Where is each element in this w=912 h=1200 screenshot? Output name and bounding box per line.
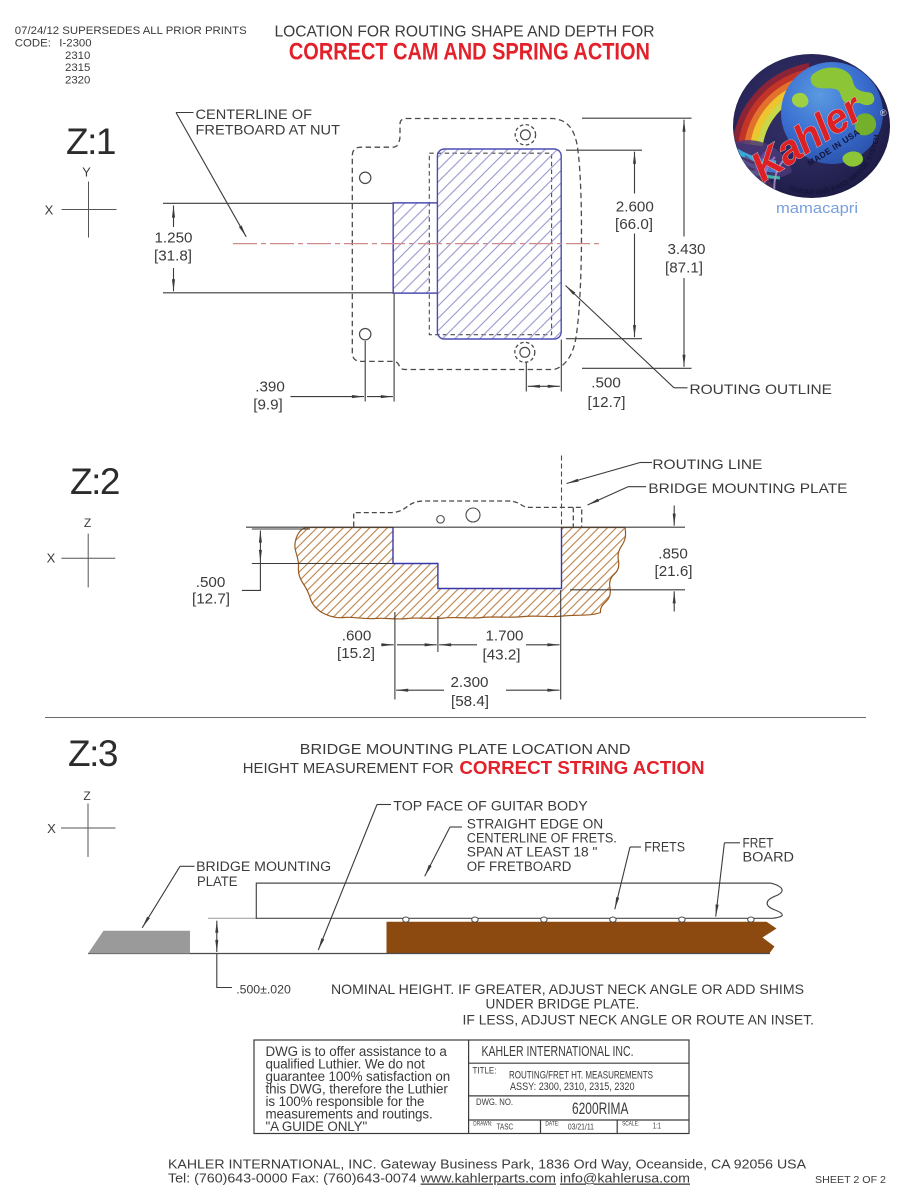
svg-text:[66.0]: [66.0] — [615, 216, 653, 233]
svg-text:ROUTING OUTLINE: ROUTING OUTLINE — [690, 381, 833, 397]
svg-text:LOCATION FOR ROUTING SHAPE AND: LOCATION FOR ROUTING SHAPE AND DEPTH FOR — [275, 23, 655, 40]
svg-text:1:1: 1:1 — [653, 1122, 661, 1131]
svg-text:DWG. NO.: DWG. NO. — [476, 1097, 513, 1108]
svg-text:CORRECT CAM AND SPRING ACTION: CORRECT CAM AND SPRING ACTION — [289, 38, 650, 65]
svg-text:.850: .850 — [658, 546, 688, 563]
svg-text:Z:2: Z:2 — [70, 461, 119, 502]
svg-text:I-2300: I-2300 — [59, 37, 91, 49]
svg-text:2320: 2320 — [65, 75, 90, 87]
svg-text:BRIDGE MOUNTING PLATE LOCATION: BRIDGE MOUNTING PLATE LOCATION AND — [300, 742, 631, 758]
svg-text:SPAN AT LEAST 18 ": SPAN AT LEAST 18 " — [467, 845, 598, 860]
svg-text:.600: .600 — [342, 628, 372, 645]
svg-text:CENTERLINE OF FRETS.: CENTERLINE OF FRETS. — [467, 831, 617, 846]
svg-text:[15.2]: [15.2] — [337, 645, 375, 662]
svg-text:Z: Z — [84, 516, 91, 530]
svg-text:BRIDGE MOUNTING PLATE: BRIDGE MOUNTING PLATE — [648, 480, 847, 496]
svg-text:[21.6]: [21.6] — [655, 563, 693, 580]
svg-text:DATE:: DATE: — [545, 1120, 559, 1127]
svg-text:qualified Luthier. We do not: qualified Luthier. We do not — [266, 1057, 426, 1072]
svg-text:Y: Y — [82, 165, 91, 180]
svg-text:2310: 2310 — [65, 50, 90, 62]
svg-text:X: X — [47, 821, 56, 836]
svg-text:Z: Z — [83, 789, 90, 803]
svg-text:"A GUIDE ONLY": "A GUIDE ONLY" — [266, 1119, 368, 1134]
svg-text:6200RIMA: 6200RIMA — [572, 1100, 629, 1118]
svg-text:[58.4]: [58.4] — [451, 693, 489, 710]
svg-text:CORRECT STRING ACTION: CORRECT STRING ACTION — [459, 757, 704, 778]
svg-text:3.430: 3.430 — [667, 241, 705, 258]
svg-text:HEIGHT MEASUREMENT FOR: HEIGHT MEASUREMENT FOR — [243, 761, 454, 777]
svg-text:X: X — [47, 551, 56, 566]
svg-text:KAHLER INTERNATIONAL, INC. Ga: KAHLER INTERNATIONAL, INC. Gateway Busin… — [168, 1157, 806, 1172]
svg-text:ROUTING LINE: ROUTING LINE — [652, 456, 762, 472]
svg-text:IF LESS, ADJUST NECK ANGLE OR: IF LESS, ADJUST NECK ANGLE OR ROUTE AN I… — [463, 1013, 815, 1028]
svg-text:2315: 2315 — [65, 62, 90, 74]
svg-text:guarantee 100% satisfaction on: guarantee 100% satisfaction on — [266, 1069, 451, 1084]
svg-text:ROUTING/FRET HT. MEASUREMENTS: ROUTING/FRET HT. MEASUREMENTS — [509, 1069, 653, 1081]
svg-text:®: ® — [880, 108, 887, 118]
svg-text:BRIDGE MOUNTING: BRIDGE MOUNTING — [196, 859, 331, 874]
svg-text:TITLE:: TITLE: — [473, 1065, 497, 1075]
svg-text:1.700: 1.700 — [485, 628, 523, 645]
svg-text:STRAIGHT EDGE ON: STRAIGHT EDGE ON — [467, 817, 603, 832]
svg-text:.390: .390 — [255, 379, 285, 396]
svg-text:CENTERLINE OF: CENTERLINE OF — [196, 106, 313, 122]
svg-text:1.250: 1.250 — [154, 230, 192, 247]
svg-text:this DWG, therefore the Luthie: this DWG, therefore the Luthier — [266, 1082, 449, 1097]
svg-text:[12.7]: [12.7] — [192, 591, 230, 608]
svg-text:ASSY: 2300, 2310, 2315, 2320: ASSY: 2300, 2310, 2315, 2320 — [510, 1081, 635, 1093]
svg-text:OF FRETBOARD: OF FRETBOARD — [467, 859, 572, 874]
svg-text:FRETS: FRETS — [644, 840, 685, 855]
svg-text:X: X — [45, 203, 54, 218]
svg-text:KAHLER INTERNATIONAL INC.: KAHLER INTERNATIONAL INC. — [482, 1044, 634, 1060]
svg-text:PLATE: PLATE — [197, 874, 237, 889]
svg-text:.500: .500 — [196, 574, 226, 591]
svg-text:[43.2]: [43.2] — [483, 647, 521, 664]
svg-text:DRAWN:: DRAWN: — [473, 1121, 492, 1127]
svg-text:CODE:: CODE: — [15, 37, 51, 49]
svg-text:UNDER BRIDGE PLATE.: UNDER BRIDGE PLATE. — [486, 997, 640, 1012]
svg-text:FRET: FRET — [743, 836, 774, 851]
svg-text:[87.1]: [87.1] — [665, 260, 703, 277]
svg-text:2.300: 2.300 — [450, 674, 488, 691]
svg-text:[12.7]: [12.7] — [588, 394, 626, 411]
svg-text:mamacapri: mamacapri — [776, 200, 858, 217]
svg-text:is 100% responsible for the: is 100% responsible for the — [266, 1094, 425, 1109]
svg-text:Tel: (760)643-0000 Fax: (760): Tel: (760)643-0000 Fax: (760)643-0074 ww… — [168, 1171, 690, 1186]
svg-text:FRETBOARD AT NUT: FRETBOARD AT NUT — [196, 122, 341, 138]
svg-text:.500±.020: .500±.020 — [236, 983, 291, 997]
svg-text:NOMINAL HEIGHT. IF GREATER, A: NOMINAL HEIGHT. IF GREATER, ADJUST NECK … — [331, 982, 804, 997]
svg-text:DWG is to offer assistance to: DWG is to offer assistance to a — [266, 1044, 448, 1059]
svg-text:measurements and routings.: measurements and routings. — [266, 1107, 433, 1122]
svg-text:BOARD: BOARD — [743, 850, 795, 865]
svg-text:TASC: TASC — [497, 1122, 514, 1131]
svg-text:[9.9]: [9.9] — [253, 397, 283, 414]
svg-text:03/21/11: 03/21/11 — [568, 1122, 594, 1131]
svg-text:Z:1: Z:1 — [66, 121, 115, 162]
svg-text:2.600: 2.600 — [616, 199, 654, 216]
svg-text:[31.8]: [31.8] — [154, 248, 192, 265]
svg-text:TOP FACE OF GUITAR BODY: TOP FACE OF GUITAR BODY — [393, 799, 588, 814]
svg-text:SCALE:: SCALE: — [622, 1120, 639, 1127]
svg-text:Z:3: Z:3 — [68, 733, 117, 774]
svg-text:.500: .500 — [591, 375, 621, 392]
svg-text:SHEET 2 OF 2: SHEET 2 OF 2 — [815, 1174, 886, 1186]
svg-text:07/24/12 SUPERSEDES ALL PRIOR: 07/24/12 SUPERSEDES ALL PRIOR PRINTS — [15, 25, 247, 37]
